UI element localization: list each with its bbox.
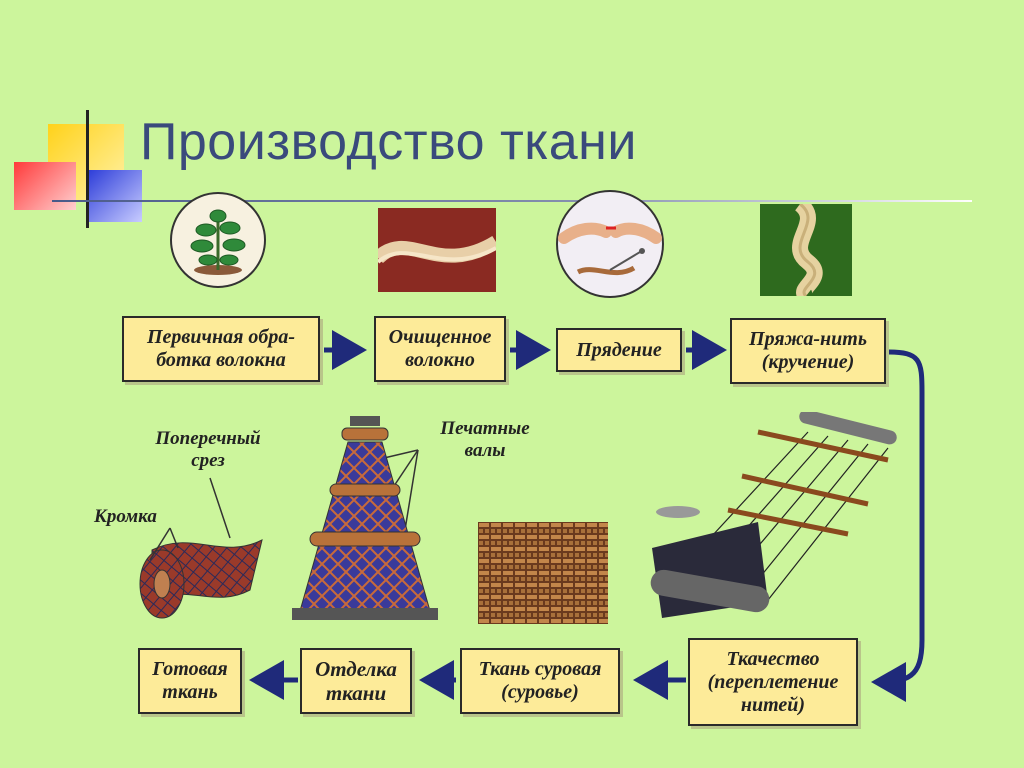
spinning-illustration (556, 190, 664, 298)
step-raw-fabric: Ткань суровая (суровье) (460, 648, 620, 714)
page-title: Производство ткани (140, 113, 637, 171)
woven-fabric-illustration (478, 522, 608, 624)
fiber-illustration (378, 208, 496, 292)
decor-red-square (14, 162, 76, 210)
printing-machine-illustration (292, 416, 438, 620)
step-spinning: Прядение (556, 328, 682, 372)
plant-illustration (170, 192, 266, 288)
arrow-yarn-to-weaving (871, 349, 925, 702)
step-cleaned-fiber: Очищенное волокно (374, 316, 506, 382)
step-finishing: Отделка ткани (300, 648, 412, 714)
step-yarn-thread: Пряжа-нить (кручение) (730, 318, 886, 384)
fabric-roll-illustration (139, 539, 263, 619)
step-finished-fabric: Готовая ткань (138, 648, 242, 714)
cross-section-label: Поперечный срез (155, 428, 261, 471)
loom-illustration (650, 412, 897, 618)
step-primary-processing: Первичная обра- ботка волокна (122, 316, 320, 382)
yarn-illustration (760, 204, 852, 296)
decor-vertical-line (86, 110, 89, 228)
decor-blue-square (86, 170, 142, 222)
selvage-label: Кромка (94, 506, 157, 527)
print-rollers-label: Печатные валы (440, 418, 530, 461)
step-weaving: Ткачество (переплетение нитей) (688, 638, 858, 726)
title-underline (52, 200, 972, 202)
